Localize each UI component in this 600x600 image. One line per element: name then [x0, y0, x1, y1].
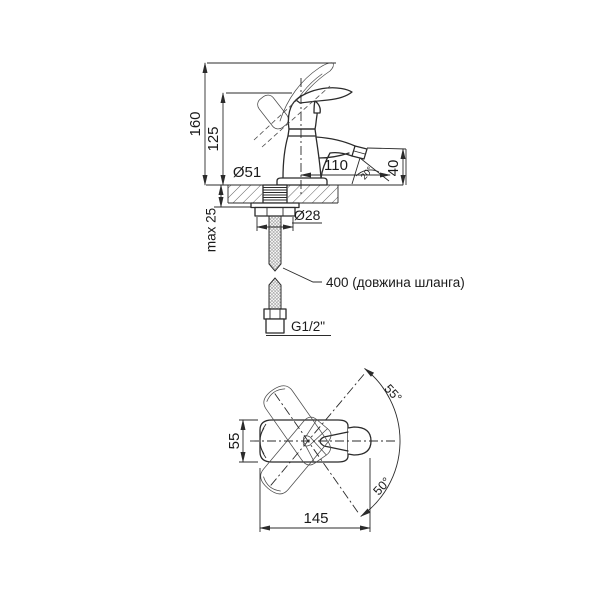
spout [315, 136, 356, 179]
hose-length-callout: 400 (довжина шланга) [282, 267, 465, 290]
dimension-overall-length: 145 [259, 458, 371, 532]
dim-label-28: Ø28 [294, 207, 321, 223]
dim-label-125: 125 [205, 126, 222, 151]
dim-label-40: 40 [385, 160, 402, 177]
dim-label-max25: max 25 [204, 208, 219, 252]
dim-label-20deg: 20° [358, 164, 375, 181]
dimension-max-deck: max 25 [204, 184, 251, 252]
dimension-spout-reach: 110 [300, 157, 391, 178]
thread-label: G1/2" [291, 319, 325, 334]
dim-label-base-diameter: Ø51 [233, 164, 261, 181]
flexible-hose [268, 215, 282, 310]
swivel-axis-up [270, 371, 367, 486]
dim-label-50deg: 50° [371, 475, 394, 498]
swivel-arc [360, 367, 401, 517]
base-flange [276, 177, 328, 186]
dimension-shank-nut: Ø28 [256, 207, 322, 231]
dimension-total-height: 160 [187, 62, 336, 186]
dim-label-110: 110 [324, 157, 348, 174]
swivel-axis-down [274, 393, 360, 515]
hose-fitting [263, 308, 331, 336]
hose-length-label: 400 (довжина шланга) [326, 275, 465, 290]
dim-label-145: 145 [303, 510, 328, 527]
dimension-outlet-height: 40 [366, 147, 407, 186]
top-view: 55° 50° 55 145 [226, 367, 404, 532]
mounting-deck [206, 184, 403, 204]
neck [287, 128, 317, 137]
mounting-nut [254, 206, 296, 217]
dim-label-55deg: 55° [381, 382, 404, 405]
handle-axis-dashed [253, 85, 331, 148]
dimension-upper-height: 125 [205, 92, 292, 186]
dim-label-160: 160 [187, 111, 204, 136]
side-view: 160 125 max 25 Ø51 110 20° [187, 62, 465, 336]
dimension-body-width: 55 [226, 419, 258, 463]
handle-lug [313, 100, 321, 114]
washer [250, 202, 300, 209]
threaded-shank [262, 184, 288, 204]
column [282, 135, 322, 179]
stream-angle: 20° [351, 157, 390, 185]
dim-label-55: 55 [226, 433, 243, 450]
faucet-body [276, 87, 368, 186]
